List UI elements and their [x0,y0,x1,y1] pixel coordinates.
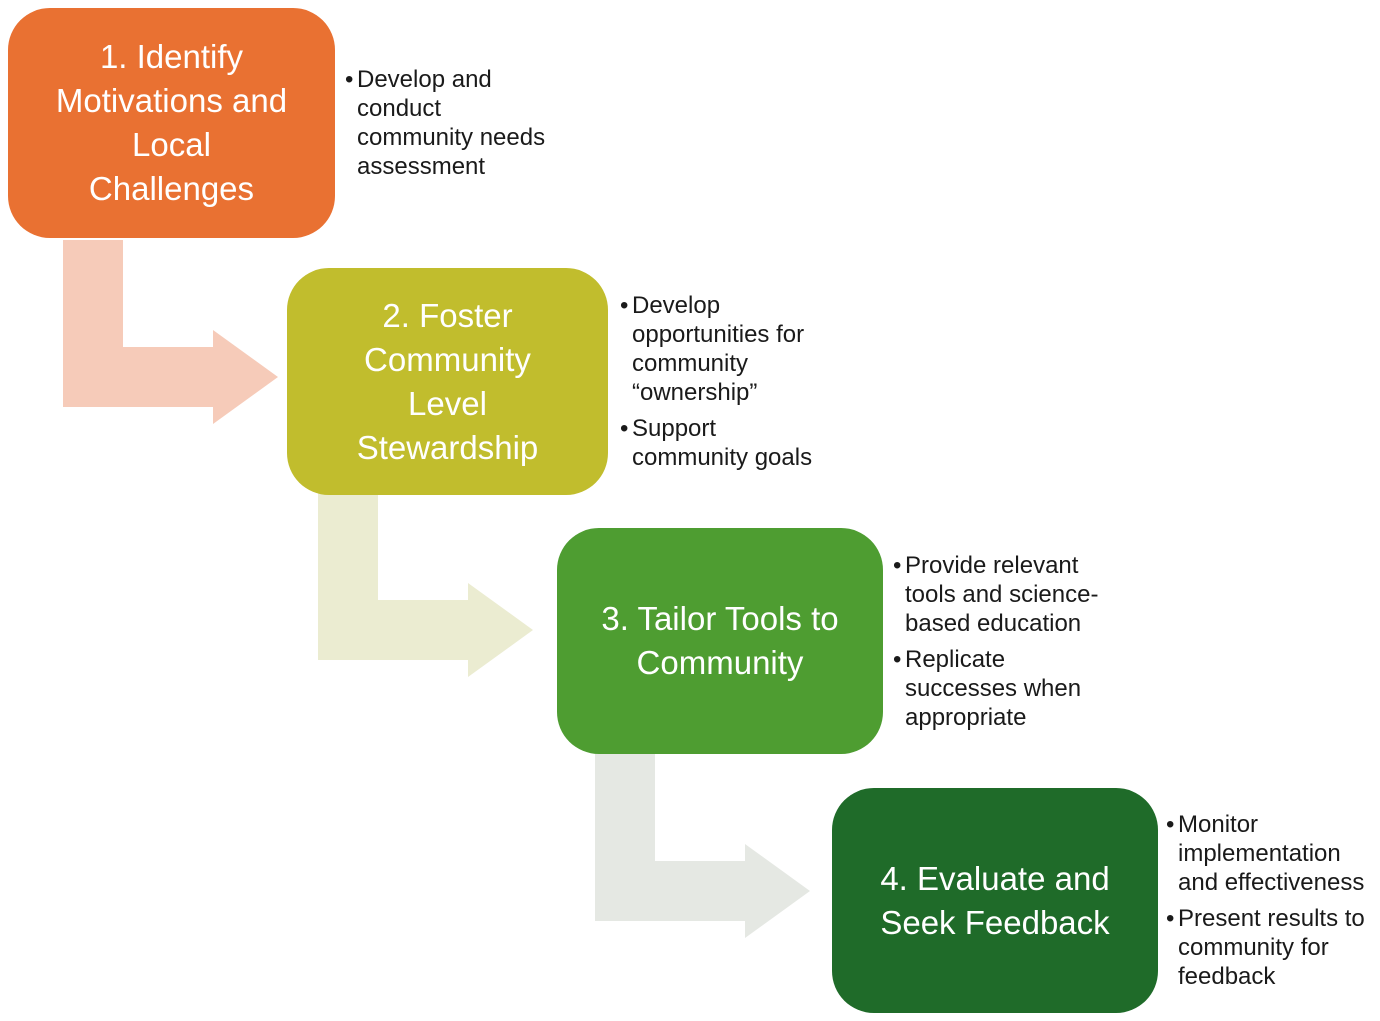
bullet-text: Present results to community for feedbac… [1178,905,1365,990]
bullet-dot: • [893,551,902,579]
bullet-text: Support community goals [632,415,813,471]
bullet-dot: • [1166,905,1175,932]
bullet-text: Develop and conduct community needs asse… [357,66,546,180]
elbow-arrow-shape [318,493,533,677]
bullet-item: • Monitor implementation and effectivene… [1166,810,1380,897]
step-bullets-4: • Monitor implementation and effectivene… [1166,788,1380,1013]
step-box-1: 1. Identify Motivations and Local Challe… [8,8,335,238]
bullet-text: Monitor implementation and effectiveness [1178,811,1365,896]
step-box-4: 4. Evaluate and Seek Feedback [832,788,1158,1013]
step-title-3: 3. Tailor Tools to Community [601,600,839,681]
step-title-1: 1. Identify Motivations and Local Challe… [55,38,288,207]
bullet-text: Replicate successes when appropriate [905,645,1082,731]
bullet-dot: • [893,645,902,673]
bullet-dot: • [1166,811,1175,838]
bullet-item: • Provide relevant tools and science- ba… [893,551,1115,638]
bullet-dot: • [620,292,629,319]
bullet-text: Provide relevant tools and science- base… [905,551,1099,637]
elbow-arrow-icon [63,240,278,424]
step-bullets-3: • Provide relevant tools and science- ba… [893,528,1115,754]
elbow-arrow-shape [595,754,810,938]
step-title-4: 4. Evaluate and Seek Feedback [880,859,1110,941]
bullet-item: • Develop opportunities for community “o… [620,291,840,407]
bullet-item: • Replicate successes when appropriate [893,645,1115,732]
step-box-2: 2. Foster Community Level Stewardship [287,268,608,495]
bullet-dot: • [620,415,629,442]
bullet-item: • Develop and conduct community needs as… [345,65,560,181]
elbow-arrow-icon [595,754,810,938]
step-box-3: 3. Tailor Tools to Community [557,528,883,754]
elbow-arrow-icon [318,493,533,677]
elbow-arrow-shape [63,240,278,424]
bullet-item: • Present results to community for feedb… [1166,904,1380,991]
step-bullets-1: • Develop and conduct community needs as… [345,8,560,238]
step-bullets-2: • Develop opportunities for community “o… [620,268,840,495]
bullet-dot: • [345,66,354,93]
bullet-text: Develop opportunities for community “own… [632,292,805,406]
bullet-item: • Support community goals [620,414,840,472]
step-title-2: 2. Foster Community Level Stewardship [356,296,539,466]
